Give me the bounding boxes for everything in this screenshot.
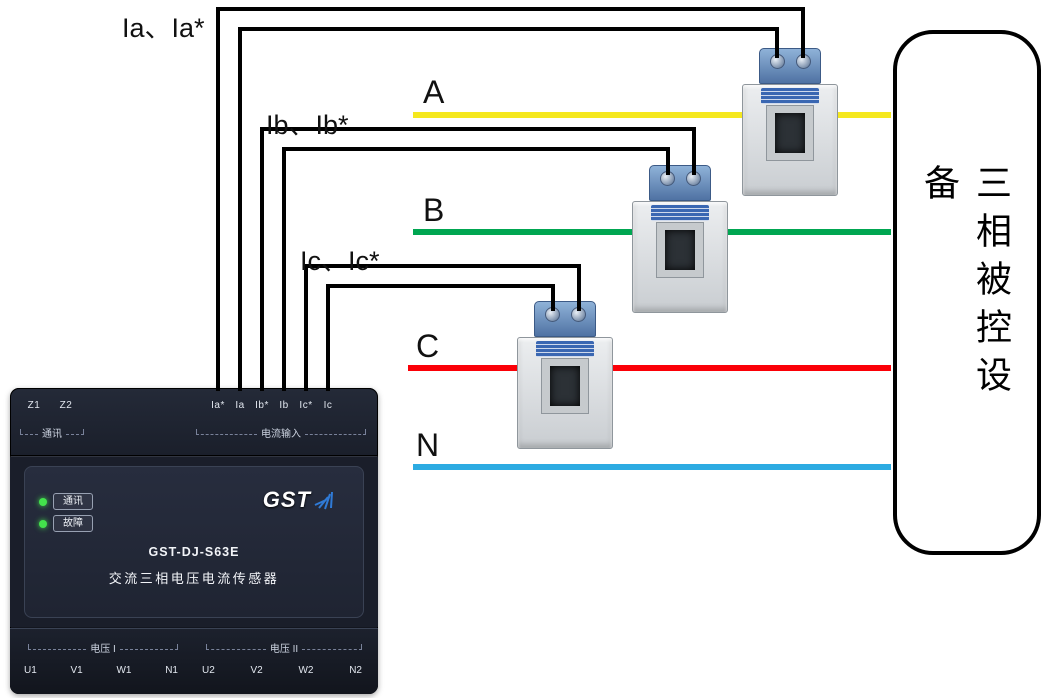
terminal-u2: U2: [202, 665, 215, 676]
ct-screw-icon: [796, 54, 811, 69]
ct-terminal-cap: [534, 301, 596, 337]
ruler-line: [196, 428, 257, 435]
phase-a-label: A: [423, 74, 445, 110]
terminal-z2: Z2: [59, 400, 73, 411]
ic-wires-label: Ic、Ic*: [300, 246, 380, 276]
current-transformer-a: [742, 48, 838, 196]
ruler-line: [305, 428, 366, 435]
ruler-line: [28, 643, 87, 650]
ct-screw-icon: [686, 171, 701, 186]
ct-terminal-cap: [759, 48, 821, 84]
comm-group: 通讯: [20, 424, 84, 440]
terminal-ia-star: Ia*: [211, 400, 225, 411]
ct-body: [632, 201, 728, 313]
terminal-strip-bottom: 电压 I 电压 II U1 V1 W1 N1 U2 V2 W2 N2: [10, 628, 378, 694]
terminal-u1: U1: [24, 665, 37, 676]
comm-group-label: 通讯: [42, 429, 62, 440]
phase-line-n: [413, 464, 891, 470]
phase-c-label: C: [416, 328, 440, 364]
voltage2-terminals: U2 V2 W2 N2: [202, 665, 362, 676]
ct-body: [742, 84, 838, 196]
ct-label-sticker: [651, 205, 709, 221]
voltage1-terminals: U1 V1 W1 N1: [24, 665, 178, 676]
current-transformer-c: [517, 301, 613, 449]
ruler-line: [206, 643, 266, 650]
product-name: 交流三相电压电流传感器: [108, 571, 280, 586]
model-number: GST-DJ-S63E: [148, 545, 240, 559]
terminal-ib: Ib: [279, 400, 289, 411]
terminal-n2: N2: [349, 665, 362, 676]
ct-terminal-cap: [649, 165, 711, 201]
terminal-w1: W1: [116, 665, 132, 676]
terminal-strip-top: Z1 Z2 通讯 Ia* Ia Ib* Ib Ic* Ic 电流输入: [10, 388, 378, 457]
terminal-n1: N1: [165, 665, 178, 676]
fault-led-icon: [39, 519, 47, 528]
brand-text: GST: [262, 487, 311, 512]
terminal-v1: V1: [70, 665, 83, 676]
device-front-panel: 通讯 故障 GST GST-DJ-S63E 交流三相电压电流传感器: [10, 457, 378, 627]
voltage2-group-label: 电压 II: [269, 644, 299, 655]
terminal-w2: W2: [298, 665, 314, 676]
current-input-label: 电流输入: [261, 429, 301, 440]
fault-led-label: 故障: [53, 515, 93, 532]
terminal-ic: Ic: [323, 400, 333, 411]
ct-screw-icon: [770, 54, 785, 69]
ct-screw-icon: [545, 307, 560, 322]
controlled-equipment-label: 三相被控设备: [919, 163, 1012, 404]
ib-wires-label: Ib、Ib*: [266, 110, 349, 140]
terminal-ic-star: Ic*: [299, 400, 313, 411]
voltage2-group: 电压 II: [206, 639, 362, 655]
ct-window: [656, 222, 704, 278]
ruler-line: [302, 643, 362, 650]
ct-label-sticker: [761, 88, 819, 104]
ct-screw-icon: [660, 171, 675, 186]
phase-n-label: N: [416, 427, 440, 463]
ia-wires-label: Ia、Ia*: [122, 13, 205, 43]
panel-face: 通讯 故障 GST GST-DJ-S63E 交流三相电压电流传感器: [24, 466, 364, 618]
ct-conductor-hole: [550, 366, 580, 406]
current-transformer-b: [632, 165, 728, 313]
ct-body: [517, 337, 613, 449]
terminal-ib-star: Ib*: [255, 400, 269, 411]
ct-window: [766, 105, 814, 161]
comm-led-row: 通讯: [39, 493, 93, 510]
sensor-device: Z1 Z2 通讯 Ia* Ia Ib* Ib Ic* Ic 电流输入: [10, 388, 378, 694]
phase-line-c: [408, 365, 891, 371]
fault-led-row: 故障: [39, 515, 93, 532]
controlled-equipment-box: 三相被控设备: [893, 30, 1041, 555]
ct-conductor-hole: [775, 113, 805, 153]
ct-screw-icon: [571, 307, 586, 322]
terminal-v2: V2: [250, 665, 263, 676]
terminal-z1: Z1: [27, 400, 41, 411]
voltage1-group: 电压 I: [28, 639, 178, 655]
ct-label-sticker: [536, 341, 594, 357]
comm-led-label: 通讯: [53, 493, 93, 510]
voltage1-group-label: 电压 I: [90, 644, 116, 655]
brand-logo: GST: [263, 487, 335, 513]
comm-led-icon: [39, 497, 47, 506]
ct-conductor-hole: [665, 230, 695, 270]
ruler-line: [66, 428, 84, 435]
current-input-group: 电流输入: [196, 424, 366, 440]
ct-window: [541, 358, 589, 414]
ruler-line: [20, 428, 38, 435]
phase-b-label: B: [423, 192, 445, 228]
ruler-line: [119, 643, 178, 650]
terminal-ia: Ia: [235, 400, 245, 411]
brand-star-icon: [314, 491, 333, 510]
